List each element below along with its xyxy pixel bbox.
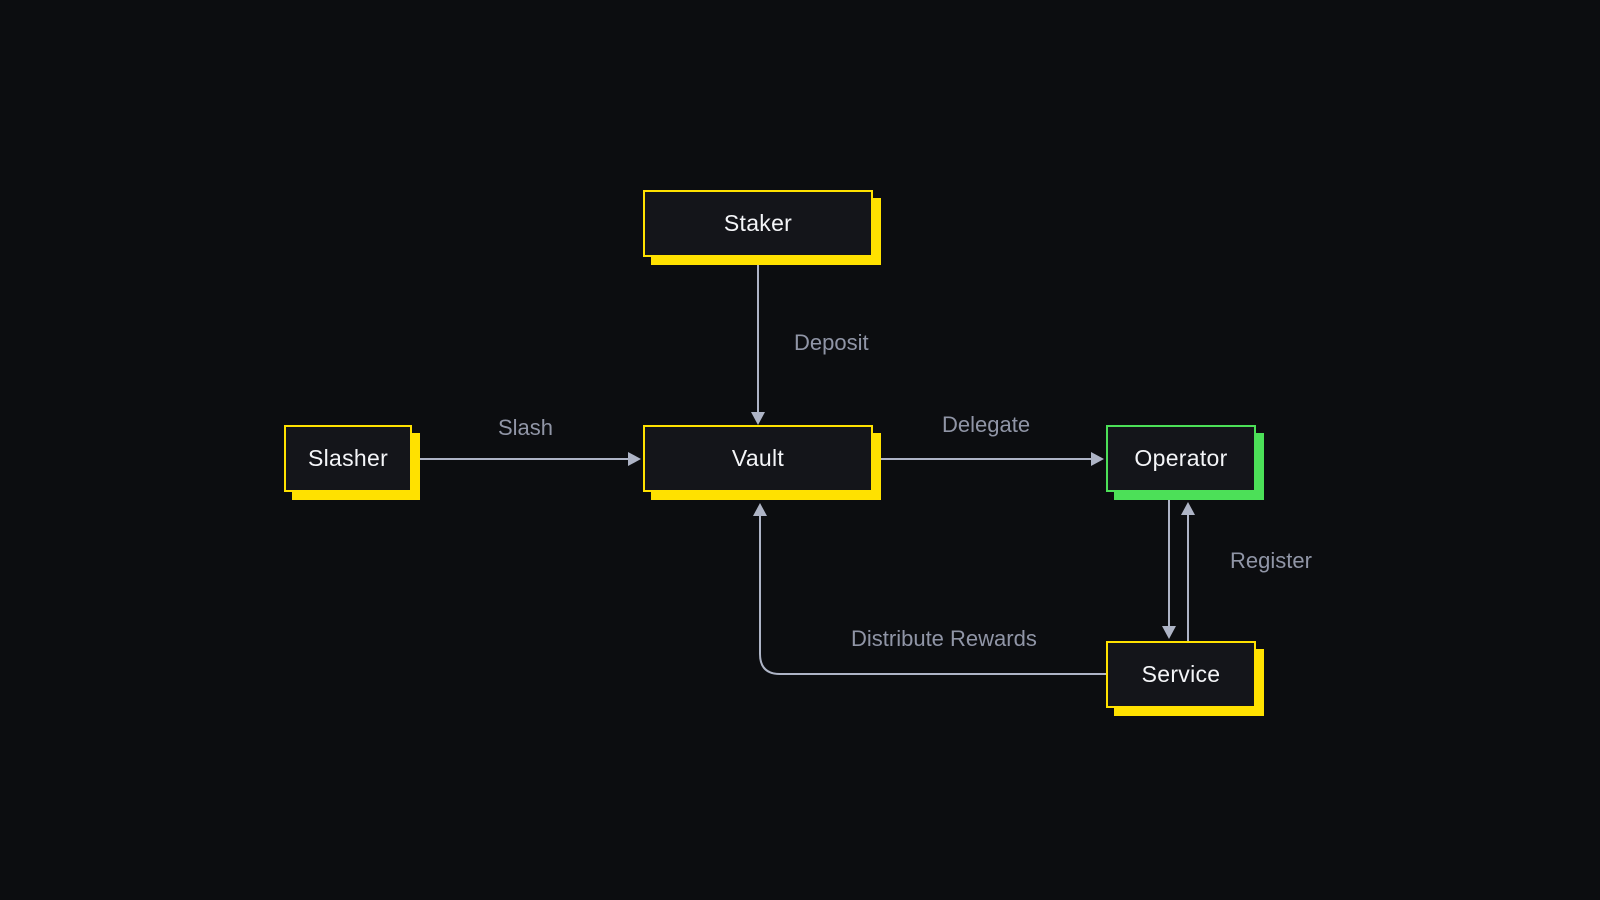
edge-slash bbox=[412, 452, 641, 466]
edge-deposit-arrowhead bbox=[751, 412, 765, 425]
edge-delegate-arrowhead bbox=[1091, 452, 1104, 466]
edge-register-down bbox=[1162, 492, 1176, 639]
edge-register-down-arrowhead bbox=[1162, 626, 1176, 639]
edge-slash-arrowhead bbox=[628, 452, 641, 466]
edge-distribute-rewards-path bbox=[759, 516, 1106, 675]
edge-label-distribute-rewards: Distribute Rewards bbox=[851, 626, 1037, 651]
node-slasher-label: Slasher bbox=[307, 445, 389, 471]
edge-register-up bbox=[1181, 502, 1195, 641]
node-vault: Vault bbox=[643, 425, 873, 492]
edge-label-register: Register bbox=[1230, 548, 1312, 573]
node-service: Service bbox=[1106, 641, 1256, 708]
node-staker-label: Staker bbox=[723, 210, 793, 236]
edge-distribute-rewards-arrowhead bbox=[753, 503, 767, 516]
edge-register-up-arrowhead bbox=[1181, 502, 1195, 515]
node-vault-label: Vault bbox=[731, 445, 785, 471]
node-staker: Staker bbox=[643, 190, 873, 257]
edge-deposit bbox=[751, 257, 765, 425]
node-service-label: Service bbox=[1141, 661, 1221, 687]
node-operator: Operator bbox=[1106, 425, 1256, 492]
edge-label-delegate: Delegate bbox=[942, 412, 1031, 437]
edge-label-deposit: Deposit bbox=[794, 330, 869, 355]
node-operator-label: Operator bbox=[1134, 445, 1228, 471]
edge-label-slash: Slash bbox=[498, 415, 554, 440]
edge-delegate bbox=[873, 452, 1104, 466]
edge-distribute-rewards bbox=[753, 503, 1106, 675]
node-slasher: Slasher bbox=[284, 425, 412, 492]
